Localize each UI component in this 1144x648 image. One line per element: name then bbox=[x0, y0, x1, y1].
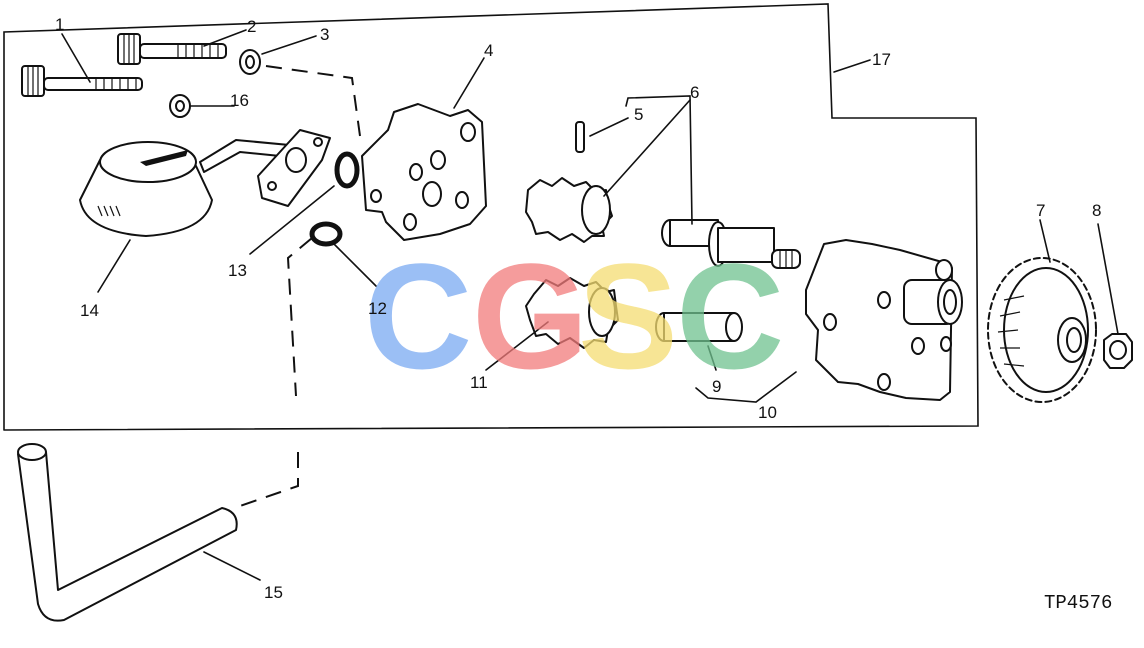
callout-11: 11 bbox=[470, 373, 488, 392]
callout-4: 4 bbox=[484, 41, 493, 60]
oil-strainer bbox=[79, 129, 331, 237]
o-ring-13 bbox=[334, 151, 360, 189]
o-ring-12 bbox=[309, 221, 343, 247]
callout-16: 16 bbox=[230, 91, 249, 110]
hex-nut bbox=[1103, 333, 1133, 369]
dashed-alignment-tube bbox=[239, 452, 299, 507]
callout-2: 2 bbox=[247, 17, 256, 36]
idler-gear bbox=[525, 177, 613, 243]
drive-shaft bbox=[661, 219, 801, 269]
callouts: 1 2 3 4 5 6 7 8 9 10 11 12 13 14 15 16 1… bbox=[55, 15, 1101, 602]
leader-lines bbox=[61, 29, 1119, 581]
cap-screw-short bbox=[117, 33, 227, 65]
dowel-pin bbox=[575, 121, 585, 153]
callout-13: 13 bbox=[228, 261, 247, 280]
lock-washer-upper bbox=[239, 49, 261, 75]
callout-9: 9 bbox=[712, 377, 721, 396]
pump-drive-gear bbox=[987, 257, 1097, 403]
watermark: C G S C bbox=[364, 232, 784, 400]
watermark-letter-2: G bbox=[472, 232, 589, 400]
callout-17: 17 bbox=[872, 50, 891, 69]
callout-8: 8 bbox=[1092, 201, 1101, 220]
callout-15: 15 bbox=[264, 583, 283, 602]
watermark-letter-1: C bbox=[364, 232, 472, 400]
callout-6: 6 bbox=[690, 83, 699, 102]
watermark-letter-4: C bbox=[676, 232, 784, 400]
suction-tube bbox=[17, 443, 238, 622]
callout-10: 10 bbox=[758, 403, 777, 422]
callout-7: 7 bbox=[1036, 201, 1045, 220]
drive-gear bbox=[525, 277, 619, 349]
lock-washer-lower bbox=[169, 94, 191, 118]
pump-cover bbox=[361, 103, 487, 241]
figure-code: TP4576 bbox=[1044, 592, 1112, 614]
callout-5: 5 bbox=[634, 105, 643, 124]
callout-3: 3 bbox=[320, 25, 329, 44]
cap-screw-long bbox=[21, 65, 143, 97]
idler-shaft bbox=[655, 312, 743, 342]
callout-1: 1 bbox=[55, 15, 64, 34]
watermark-letter-3: S bbox=[578, 232, 678, 400]
dashed-alignment-lower bbox=[286, 237, 313, 397]
dashed-alignment-upper bbox=[265, 65, 361, 137]
pump-body bbox=[805, 239, 963, 401]
callout-14: 14 bbox=[80, 301, 99, 320]
assembly-outline bbox=[3, 3, 979, 431]
callout-12: 12 bbox=[368, 299, 387, 318]
